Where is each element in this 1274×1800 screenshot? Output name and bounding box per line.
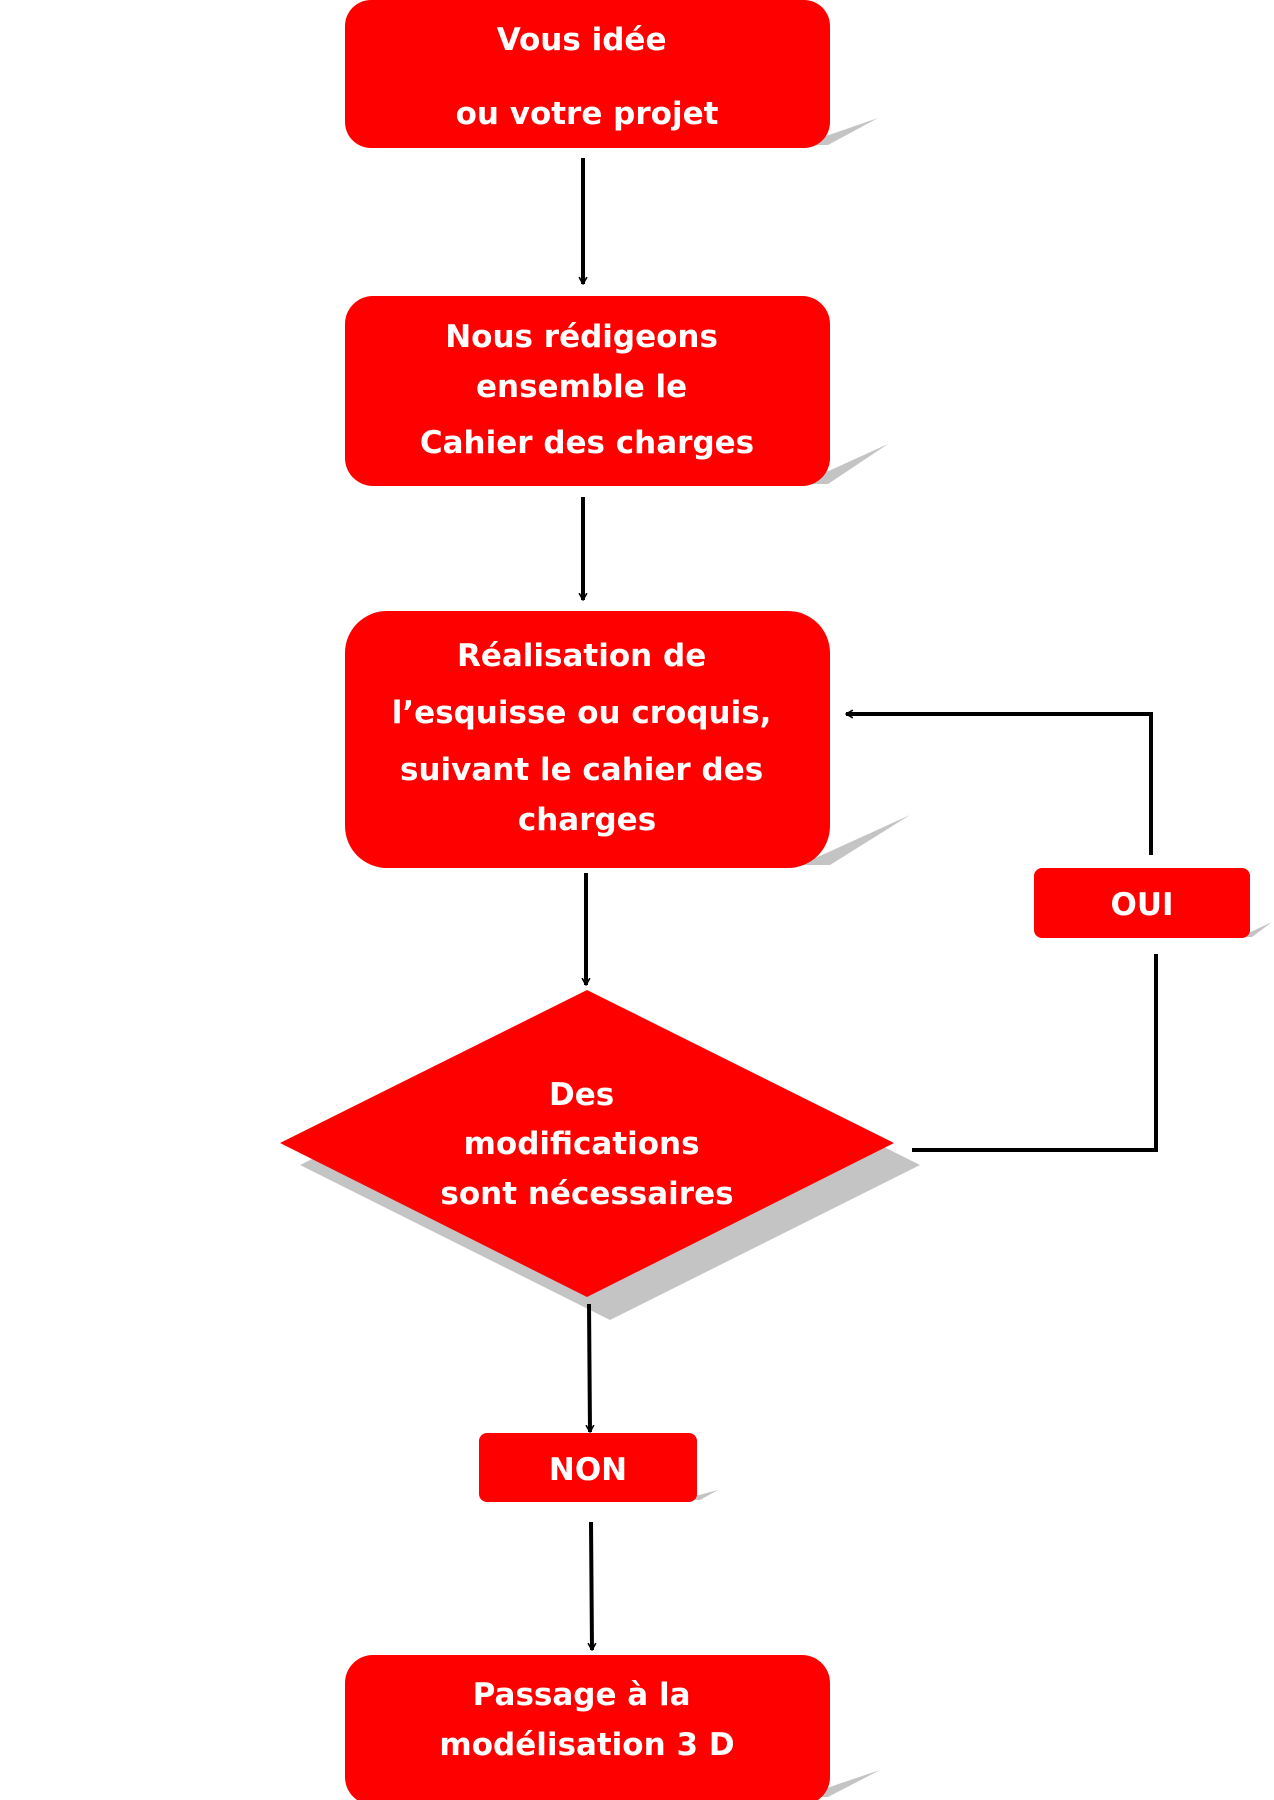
connector-decision-to-yes (912, 954, 1158, 1152)
node-modeling-box (345, 1655, 830, 1800)
node-decision-line-3: sont nécessaires (440, 1176, 733, 1212)
node-sketch-line-2: l’esquisse ou croquis, (392, 695, 772, 731)
node-yes-label: OUI (1110, 887, 1173, 923)
node-decision-diamond (280, 990, 894, 1297)
node-sketch-line-3: suivant le cahier des (400, 752, 763, 788)
node-spec-line-1: Nous rédigeons (445, 319, 718, 355)
node-modeling-line-1: Passage à la (473, 1677, 691, 1713)
node-spec: Nous rédigeons ensemble le Cahier des ch… (345, 296, 830, 486)
node-spec-line-3: Cahier des charges (420, 425, 754, 461)
node-sketch-text: Réalisation de l’esquisse ou croquis, su… (392, 638, 783, 838)
node-decision-text: Des modifications sont nécessaires (440, 1077, 733, 1212)
node-sketch-line-1: Réalisation de (457, 638, 706, 674)
node-sketch-line-4: charges (518, 802, 656, 838)
node-idea-line-1: Vous idée (497, 22, 667, 58)
node-no: NON (479, 1433, 697, 1502)
arrow-decision-to-no (585, 1303, 595, 1433)
node-modeling-text: Passage à la modélisation 3 D (439, 1677, 734, 1763)
node-no-label: NON (549, 1452, 627, 1488)
node-modeling-line-2: modélisation 3 D (439, 1727, 734, 1763)
node-sketch: Réalisation de l’esquisse ou croquis, su… (345, 611, 830, 868)
node-idea-box (345, 0, 830, 148)
node-idea: Vous idée ou votre projet (345, 0, 830, 148)
node-decision-line-2: modifications (464, 1126, 700, 1162)
node-spec-line-2: ensemble le (476, 369, 687, 405)
node-decision: Des modifications sont nécessaires (280, 990, 894, 1297)
node-no-box (479, 1433, 697, 1502)
node-modeling: Passage à la modélisation 3 D (345, 1655, 830, 1800)
arrow-yes-to-sketch (845, 709, 1153, 855)
node-sketch-box (345, 611, 830, 868)
node-decision-line-1: Des (549, 1077, 614, 1113)
node-idea-line-2: ou votre projet (456, 96, 719, 132)
connectors (578, 158, 1158, 1651)
node-yes-box (1034, 868, 1250, 938)
node-idea-text: Vous idée ou votre projet (456, 22, 719, 132)
node-spec-box (345, 296, 830, 486)
arrow-no-to-modeling (587, 1521, 597, 1651)
node-spec-text: Nous rédigeons ensemble le Cahier des ch… (420, 319, 754, 461)
node-yes: OUI (1034, 868, 1250, 938)
